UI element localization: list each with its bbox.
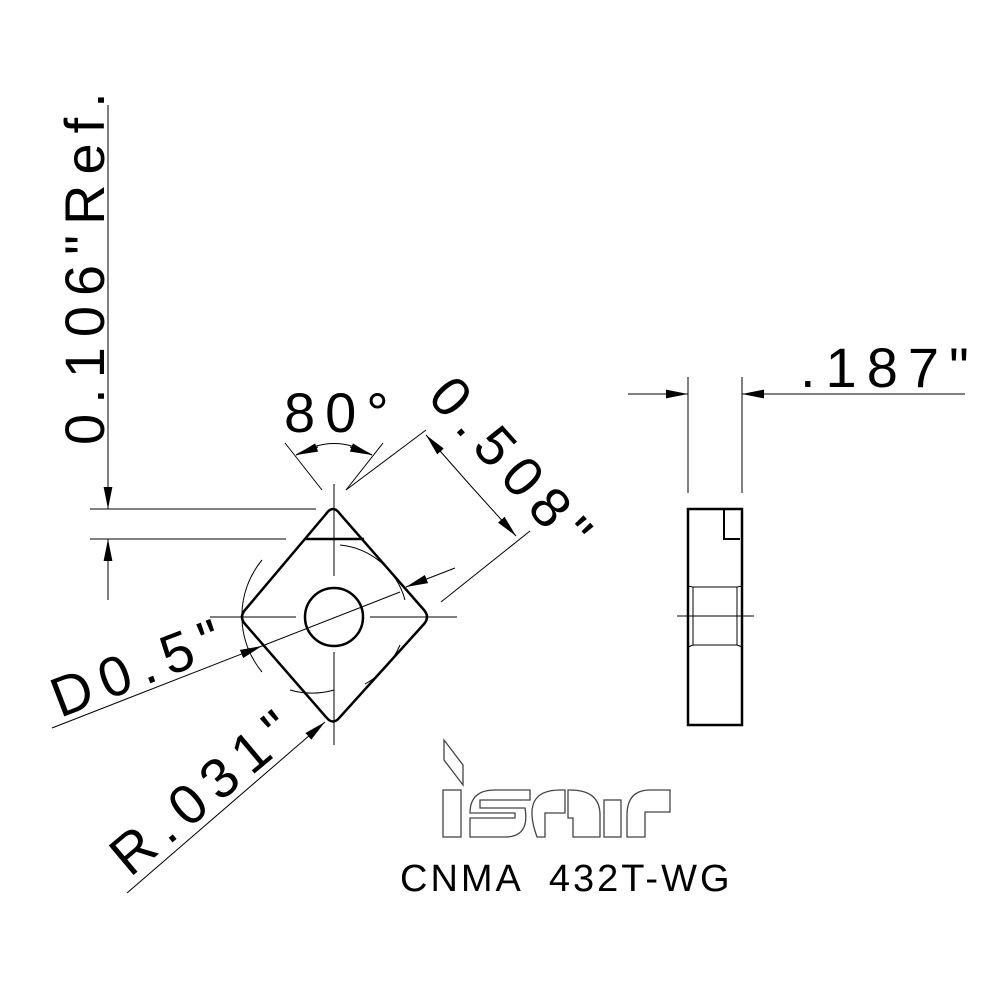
thickness-label: .187" (800, 336, 979, 399)
insert-side-view (677, 507, 754, 727)
corner-radius-dimension: R.031" (97, 692, 326, 894)
angle-dimension: 80° (284, 381, 399, 491)
diameter-label: D0.5" (42, 603, 240, 729)
chamfer-height-label: 0.106"Ref. (53, 82, 116, 445)
part-number: CNMA 432T-WG (400, 858, 733, 900)
iscar-logo (442, 738, 671, 838)
insert-top-view (210, 484, 457, 745)
chamfer-height-dimension: 0.106"Ref. (53, 82, 316, 600)
thickness-dimension: .187" (628, 336, 979, 493)
corner-radius-label: R.031" (97, 692, 313, 888)
inscribed-circle-label: 0.508" (417, 364, 611, 570)
angle-label: 80° (284, 381, 399, 444)
